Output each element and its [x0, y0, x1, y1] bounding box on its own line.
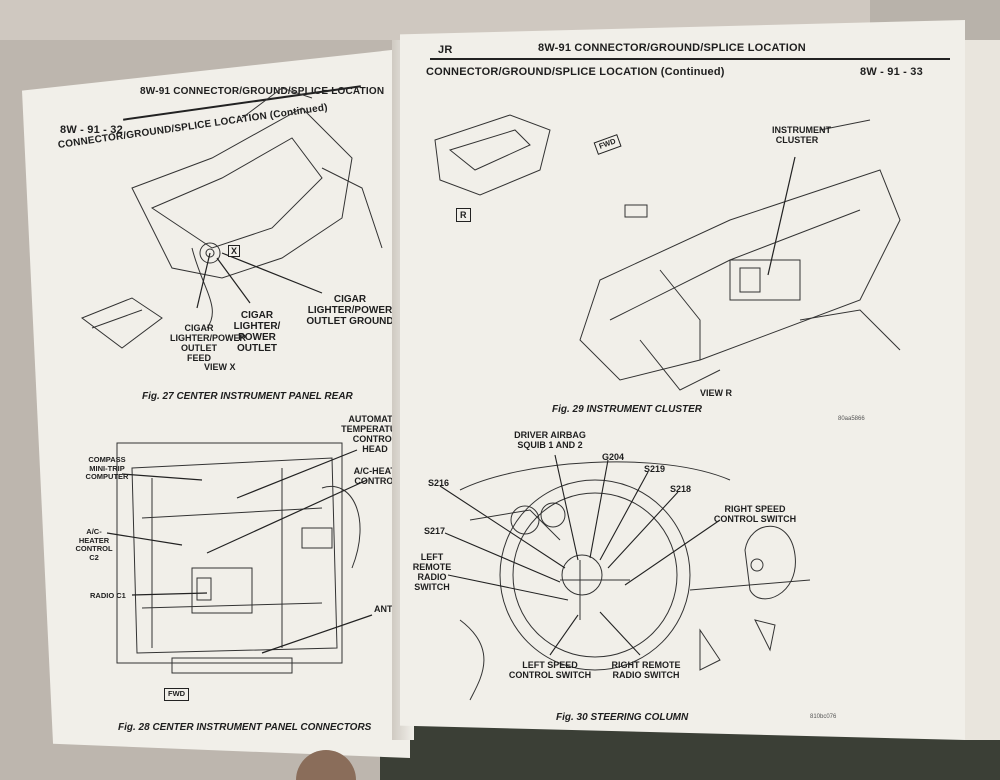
callout-automatic-temperature-control-head: AUTOMATIC TEMPERATURE CONTROL HEAD [341, 414, 409, 454]
callout-radio-c1: RADIO C1 [90, 591, 126, 600]
left-header-number: 8W - 91 - 32 [60, 124, 123, 136]
view-r-marker: R [456, 208, 471, 222]
callout-ac-heater-c2: A/C-HEATER CONTROL C2 [75, 527, 113, 562]
fig28-fwd-marker: FWD [164, 688, 190, 701]
callout-s219: S219 [644, 464, 666, 474]
callout-left-remote-radio-switch: LEFT REMOTE RADIO SWITCH [412, 552, 452, 592]
callout-s217: S217 [424, 526, 446, 536]
right-page: JR 8W-91 CONNECTOR/GROUND/SPLICE LOCATIO… [400, 20, 965, 740]
fig28-caption: Fig. 28 CENTER INSTRUMENT PANEL CONNECTO… [118, 722, 372, 733]
callout-driver-airbag-squib: DRIVER AIRBAG SQUIB 1 AND 2 [514, 430, 586, 450]
callout-right-speed-control-switch: RIGHT SPEED CONTROL SWITCH [713, 504, 797, 524]
callout-cigar-lighter-ground: CIGAR LIGHTER/POWER OUTLET GROUND [306, 294, 394, 327]
fig27-view-label: VIEW X [204, 362, 236, 372]
callout-right-remote-radio-switch: RIGHT REMOTE RADIO SWITCH [611, 660, 681, 680]
fig30-caption: Fig. 30 STEERING COLUMN [556, 712, 689, 723]
fig29-ref-number: 80aa5866 [838, 416, 865, 422]
callout-instrument-cluster: INSTRUMENT CLUSTER [772, 125, 831, 145]
fig27-caption: Fig. 27 CENTER INSTRUMENT PANEL REAR [142, 391, 353, 402]
right-header-number: 8W - 91 - 33 [860, 66, 923, 78]
right-header-code: JR [438, 44, 453, 56]
right-section-title: CONNECTOR/GROUND/SPLICE LOCATION (Contin… [426, 66, 725, 78]
callout-compass-mini-trip: COMPASS MINI-TRIP COMPUTER [85, 455, 129, 481]
view-x-marker: X [228, 245, 241, 257]
callout-cigar-lighter-feed: CIGAR LIGHTER/POWER OUTLET FEED [170, 323, 246, 363]
fig27-drawing [80, 87, 383, 674]
fig29-caption: Fig. 29 INSTRUMENT CLUSTER [552, 404, 703, 415]
right-header-title: 8W-91 CONNECTOR/GROUND/SPLICE LOCATION [538, 42, 806, 54]
fig29-view-label: VIEW R [700, 388, 733, 398]
page-stack-edge [965, 40, 1000, 740]
callout-g204: G204 [602, 452, 625, 462]
callout-s216: S216 [428, 478, 450, 488]
right-header-rule [430, 58, 950, 60]
fig29-30-drawing [434, 114, 901, 701]
callout-ac-heater-control-c: A/C-HEATER CONTROL C [353, 466, 409, 486]
callout-cigar-lighter-outlet: CIGAR LIGHTER/ POWER OUTLET [233, 310, 281, 354]
left-header-title: 8W-91 CONNECTOR/GROUND/SPLICE LOCATION [140, 86, 385, 97]
left-page: 8W - 91 - 32 8W-91 CONNECTOR/GROUND/SPLI… [22, 48, 410, 758]
callout-antenna: ANTE [374, 604, 399, 614]
callout-left-speed-control-switch: LEFT SPEED CONTROL SWITCH [508, 660, 592, 680]
callout-s218: S218 [670, 484, 692, 494]
fig30-ref-number: 810bc076 [810, 714, 837, 720]
